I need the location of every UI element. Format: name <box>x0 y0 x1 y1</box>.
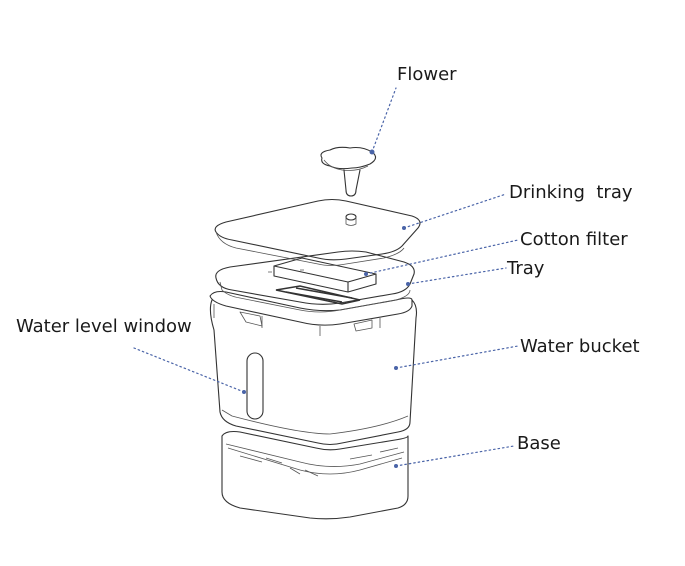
base-part <box>221 430 409 520</box>
base-label: Base <box>517 433 561 454</box>
drinking-tray-part <box>214 198 421 266</box>
water-bucket-label: Water bucket <box>520 336 640 357</box>
leader-lines <box>133 87 519 468</box>
tray-label: Tray <box>507 258 545 279</box>
flower-part <box>320 146 377 197</box>
cotton-filter-part <box>273 257 377 293</box>
water-bucket-part <box>209 290 418 446</box>
water-level-window-label: Water level window <box>16 316 192 337</box>
cotton-filter-label: Cotton filter <box>520 229 628 250</box>
drinking-tray-label: Drinking tray <box>509 182 633 203</box>
tray-part <box>215 250 415 313</box>
flower-label: Flower <box>397 64 457 85</box>
